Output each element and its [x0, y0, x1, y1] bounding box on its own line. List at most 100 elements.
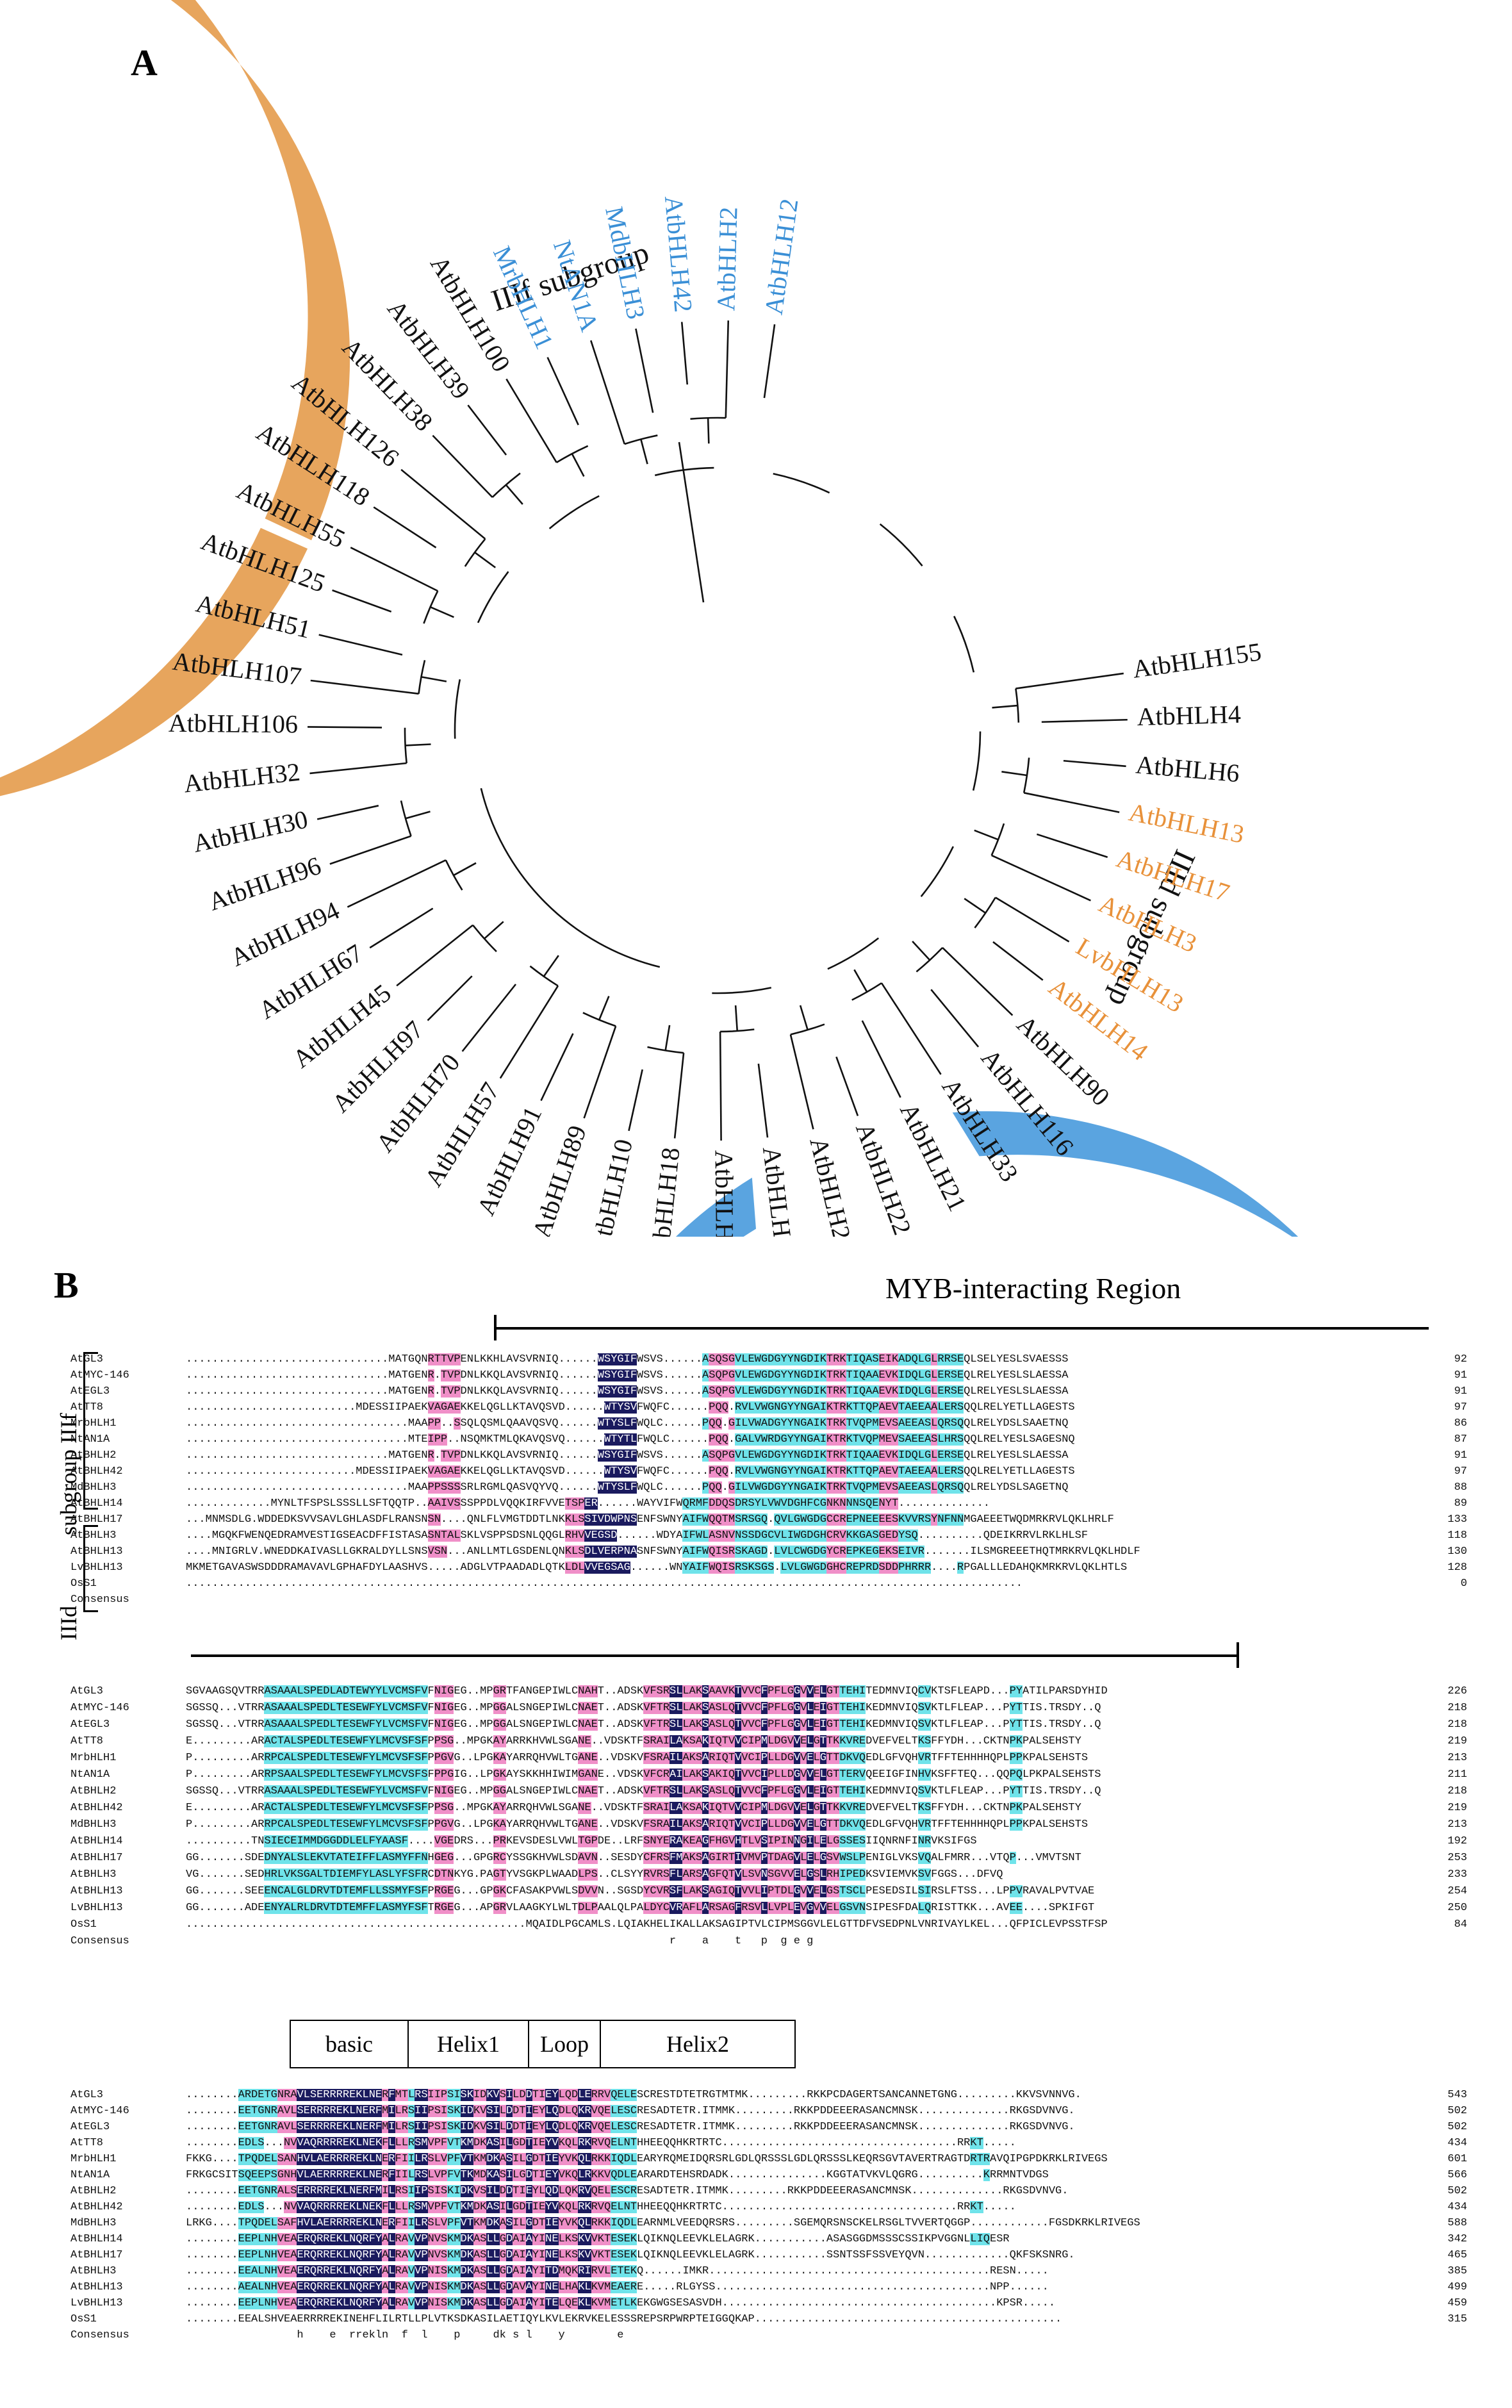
sequence-residues: ..................................MTEIPP…	[186, 1433, 1075, 1446]
leaf-label: AtbHLH106	[168, 709, 299, 739]
sequence-residues: ...............................MATGENR.T…	[186, 1369, 1069, 1381]
alignment-row: Consensus	[70, 1594, 1506, 1607]
leaf-label: AtbHLH89	[527, 1122, 592, 1237]
sequence-residues: ...............................MATGENR.T…	[186, 1449, 1069, 1462]
branch-AtbHLH67	[369, 907, 434, 949]
alignment-row: AtBHLH42..........................MDESSI…	[70, 1465, 1506, 1479]
sequence-position: 133	[1447, 1513, 1467, 1526]
alignment-row: AtGL3........ARDETGNRAVLSERRRREKLNERFMTL…	[70, 2089, 1506, 2102]
branch-AtbHLH118	[373, 506, 437, 548]
sequence-name: LvBHLH13	[70, 2297, 123, 2309]
clade-arc	[953, 616, 975, 673]
branch-MrbHLH1	[546, 357, 579, 425]
clade-arc	[529, 965, 559, 987]
branch-AtbHLH89	[583, 1025, 617, 1119]
clade-arc	[647, 1046, 684, 1054]
clade-stem	[405, 743, 431, 746]
domain-box-basic: basic	[290, 2020, 409, 2068]
sequence-residues: .............MYNLTFSPSLSSSLLSFTQQTP..AAI…	[186, 1497, 990, 1510]
branch-AtbHLH3	[991, 854, 1091, 902]
clade-stem	[664, 1025, 671, 1051]
branch-AtbHLH2	[725, 320, 730, 418]
alignment-row: AtTT8........EDLS...NVVAQRRRREKLNEKFLLLR…	[70, 2137, 1506, 2150]
branch-AtbHLH13	[1023, 792, 1120, 813]
sequence-position: 502	[1447, 2105, 1467, 2117]
branch-AtbHLH116	[930, 989, 980, 1048]
clade-arc	[423, 590, 439, 624]
clade-stem	[1001, 770, 1028, 777]
sequence-residues: E.........ARACTALSPEDLTESEWFYLMCVSFSFPPS…	[186, 1735, 1081, 1747]
sequence-residues: ..........TNSIECEIMMDGGDDLELFYAASF....VG…	[186, 1835, 977, 1847]
alignment-row: AtBHLH3....MGQKFWENQEDRAMVESTIGSEACDFFIS…	[70, 1530, 1506, 1543]
branch-AtbHLH6	[1063, 759, 1126, 768]
branch-AtbHLH155	[1015, 672, 1124, 689]
clade-stem	[430, 606, 454, 618]
sequence-residues: GG.......SDEDNYALSLEKVTATEIFFLASMYFFNHGE…	[186, 1852, 1081, 1864]
clade-arc	[454, 679, 461, 739]
sequence-name: AtBHLH14	[70, 1835, 123, 1847]
sequence-position: 97	[1454, 1401, 1467, 1414]
sequence-name: OsS1	[70, 1578, 97, 1590]
sequence-name: MrbHLH1	[70, 1417, 117, 1430]
consensus-name: Consensus	[70, 2329, 129, 2341]
sequence-name: AtBHLH14	[70, 1497, 123, 1510]
clade-stem	[505, 484, 523, 505]
sequence-name: AtBHLH13	[70, 1885, 123, 1897]
sequence-name: AtBHLH2	[70, 2185, 117, 2197]
leaf-label: AtbHLH20	[710, 1150, 740, 1237]
alignment-row: AtBHLH3........EEALNHVEAERQRREKLNQRFYALR…	[70, 2265, 1506, 2279]
alignment-row: MdBHLH3.................................…	[70, 1481, 1506, 1495]
clade-stem	[571, 453, 585, 477]
sequence-residues: ........EETGNRAVLSERRRREKLNERFMILRSIIPSI…	[186, 2121, 1075, 2133]
sequence-position: 218	[1447, 1785, 1467, 1797]
branch-LvbHLH13	[995, 896, 1070, 943]
alignment-row: AtBHLH13........AEALNHVEAERQRREKLNQRFYAL…	[70, 2281, 1506, 2295]
clade-arc	[477, 571, 509, 623]
clade-arc	[790, 1023, 825, 1035]
sequence-name: NtAN1A	[70, 1433, 110, 1446]
alignment-row: AtBHLH42........EDLS...NVVAQRRRREKLNEKFL…	[70, 2201, 1506, 2214]
sequence-residues: MKMETGAVASWSDDDRAMAVAVLGPHAFDYLAASHVS...…	[186, 1562, 1128, 1574]
branch-AtbHLH33	[880, 982, 942, 1075]
domain-box-helix1: Helix1	[407, 2020, 529, 2068]
sequence-position: 465	[1447, 2249, 1467, 2261]
panel-a-label: A	[131, 42, 158, 83]
sequence-position: 459	[1447, 2297, 1467, 2309]
clade-arc	[472, 924, 497, 952]
sequence-position: 543	[1447, 2089, 1467, 2101]
sequence-position: 211	[1447, 1769, 1467, 1781]
sequence-residues: ........ARDETGNRAVLSERRRREKLNERFMTLRSIIP…	[186, 2089, 1081, 2101]
sequence-residues: SGSSQ...VTRRASAAALSPEDLTESEWFYLVCMSFVFNI…	[186, 1702, 1101, 1714]
branch-AtbHLH107	[310, 679, 419, 695]
myb-region-bar-top-left-tick	[494, 1315, 497, 1340]
sequence-residues: ........EEALSHVEAERRRREKINEHFLILRTLLPLVT…	[186, 2313, 1062, 2325]
clade-stem	[974, 829, 999, 841]
sequence-name: AtBHLH42	[70, 2201, 123, 2213]
branch-AtbHLH10	[628, 1069, 643, 1132]
branch-AtbHLH55	[350, 547, 438, 592]
sequence-position: 601	[1447, 2153, 1467, 2165]
clade-arc	[974, 896, 996, 928]
clade-arc	[1015, 688, 1020, 723]
sequence-position: 566	[1447, 2169, 1467, 2181]
clade-stem	[640, 439, 648, 465]
clade-stem	[405, 811, 431, 820]
sequence-residues: ........AEALNHVEAERQRREKLNQRFYALRAVVPNIS…	[186, 2281, 1049, 2293]
consensus-row: Consensus r a t p g e g	[70, 1935, 1506, 1949]
sequence-position: 253	[1447, 1852, 1467, 1864]
leaf-label: AtbHLH13	[1126, 797, 1247, 848]
alignment-row: NtAN1A..................................…	[70, 1433, 1506, 1447]
branch-AtbHLH45	[396, 924, 473, 987]
sequence-name: AtBHLH42	[70, 1465, 123, 1478]
sequence-residues: SGSSQ...VTRRASAAALSPEDLTESEWFYLVCMSFVFNI…	[186, 1719, 1101, 1731]
branch-AtbHLH17	[1036, 833, 1108, 859]
bracket-iiif	[83, 1352, 98, 1510]
branch-AtbHLH94	[347, 859, 447, 908]
clade-stem	[964, 898, 986, 914]
clade-stem	[992, 704, 1018, 709]
